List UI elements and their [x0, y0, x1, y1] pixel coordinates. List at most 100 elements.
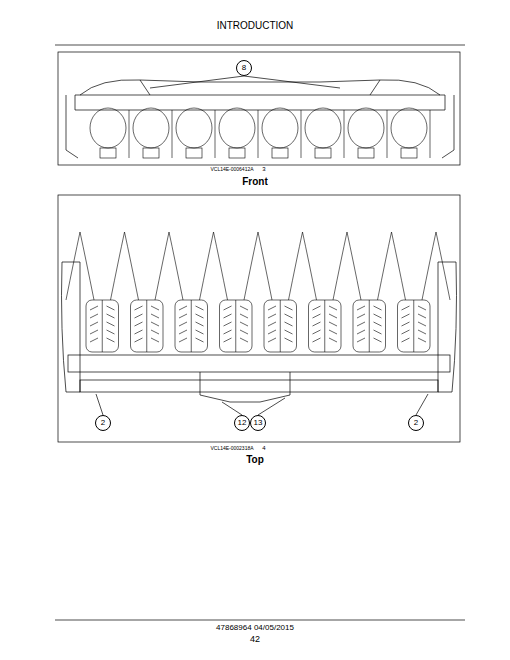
illustration-stroke	[357, 322, 365, 326]
illustration-stroke	[102, 300, 103, 352]
illustration-stroke	[329, 338, 337, 342]
illustration-stroke	[235, 300, 236, 352]
illustration-stroke	[90, 314, 98, 318]
illustration-stroke	[315, 148, 331, 158]
illustration-stroke	[222, 402, 242, 415]
illustration-stroke	[391, 108, 427, 148]
illustration-stroke	[374, 330, 382, 334]
illustration-stroke	[143, 148, 159, 158]
illustration-stroke	[66, 108, 450, 352]
illustration-stroke	[378, 232, 406, 300]
illustration-stroke	[418, 306, 426, 310]
illustration-stroke	[240, 306, 248, 310]
illustration-stroke	[90, 306, 98, 310]
illustration-stroke	[357, 306, 365, 310]
illustration-stroke	[374, 322, 382, 326]
illustration-stroke	[86, 300, 119, 352]
illustration-stroke	[402, 330, 410, 334]
illustration-stroke	[422, 232, 450, 300]
illustration-stroke	[329, 322, 337, 326]
illustration-stroke	[140, 80, 380, 95]
illustration-stroke	[107, 330, 115, 334]
illustration-stroke	[329, 314, 337, 318]
illustration-stroke	[264, 300, 297, 352]
illustration-stroke	[244, 76, 340, 88]
callout-number: 13	[254, 419, 263, 427]
illustration-stroke	[224, 322, 232, 326]
illustration-stroke	[353, 300, 386, 352]
callout-number: 8	[242, 64, 246, 72]
callout-circle: 12	[234, 415, 250, 431]
illustration-stroke	[172, 110, 173, 158]
document-number: 47868964 04/05/2015	[216, 624, 294, 633]
illustration-stroke	[155, 232, 183, 300]
illustration-stroke	[268, 338, 276, 342]
illustration-stroke	[258, 398, 285, 415]
view-caption: Top	[246, 454, 264, 465]
illustration-stroke	[418, 314, 426, 318]
illustration-stroke	[418, 322, 426, 326]
illustration-stroke	[62, 262, 81, 392]
illustration-stroke	[258, 110, 259, 158]
illustration-stroke	[240, 314, 248, 318]
illustration-stroke	[196, 330, 204, 334]
callout-circle: 2	[95, 415, 111, 431]
illustration-stroke	[151, 306, 159, 310]
illustration-stroke	[220, 300, 253, 352]
illustration-stroke	[146, 300, 147, 352]
illustration-stroke	[107, 306, 115, 310]
illustration-stroke	[179, 330, 187, 334]
illustration-stroke	[90, 108, 126, 148]
figure-number: 4	[262, 445, 265, 452]
illustration-stroke	[313, 306, 321, 310]
illustration-stroke	[224, 306, 232, 310]
illustration-stroke	[151, 330, 159, 334]
illustration-stroke	[285, 322, 293, 326]
illustration-stroke	[374, 338, 382, 342]
illustration-stroke	[179, 322, 187, 326]
illustration-stroke	[196, 306, 204, 310]
illustration-stroke	[133, 108, 169, 148]
illustration-stroke	[240, 322, 248, 326]
illustration-stroke	[131, 300, 164, 352]
illustration-stroke	[151, 322, 159, 326]
illustration-stroke	[272, 148, 288, 158]
illustration-stroke	[280, 300, 281, 352]
illustration-stroke	[196, 322, 204, 326]
illustration-stroke	[348, 108, 384, 148]
illustration-stroke	[374, 314, 382, 318]
illustration-stroke	[301, 110, 302, 158]
illustration-stroke	[135, 314, 143, 318]
illustration-stroke	[240, 338, 248, 342]
illustration-stroke	[186, 148, 202, 158]
illustration-stroke	[90, 330, 98, 334]
illustration-stroke	[430, 110, 431, 158]
illustration-stroke	[285, 314, 293, 318]
illustration-stroke	[58, 195, 460, 442]
illustration-stroke	[135, 338, 143, 342]
callout-number: 12	[238, 419, 247, 427]
illustration-stroke	[268, 330, 276, 334]
illustration-stroke	[179, 338, 187, 342]
illustration-stroke	[196, 338, 204, 342]
figure-code: VCL14E-0006412A	[210, 167, 253, 173]
illustration-stroke	[107, 338, 115, 342]
illustration-stroke	[387, 110, 388, 158]
illustration-stroke	[58, 52, 460, 165]
illustration-stroke	[438, 262, 457, 392]
illustration-stroke	[151, 314, 159, 318]
illustration-stroke	[151, 338, 159, 342]
illustration-stroke	[418, 330, 426, 334]
illustration-stroke	[324, 300, 325, 352]
illustration-stroke	[402, 306, 410, 310]
illustration-stroke	[90, 338, 98, 342]
illustration-stroke	[240, 330, 248, 334]
illustration-stroke	[75, 95, 445, 110]
illustration-stroke	[100, 148, 116, 158]
illustration-stroke	[313, 330, 321, 334]
illustration-stroke	[313, 322, 321, 326]
illustration-stroke	[313, 314, 321, 318]
illustration-stroke	[285, 330, 293, 334]
illustration-stroke	[80, 380, 438, 392]
illustration-stroke	[374, 306, 382, 310]
